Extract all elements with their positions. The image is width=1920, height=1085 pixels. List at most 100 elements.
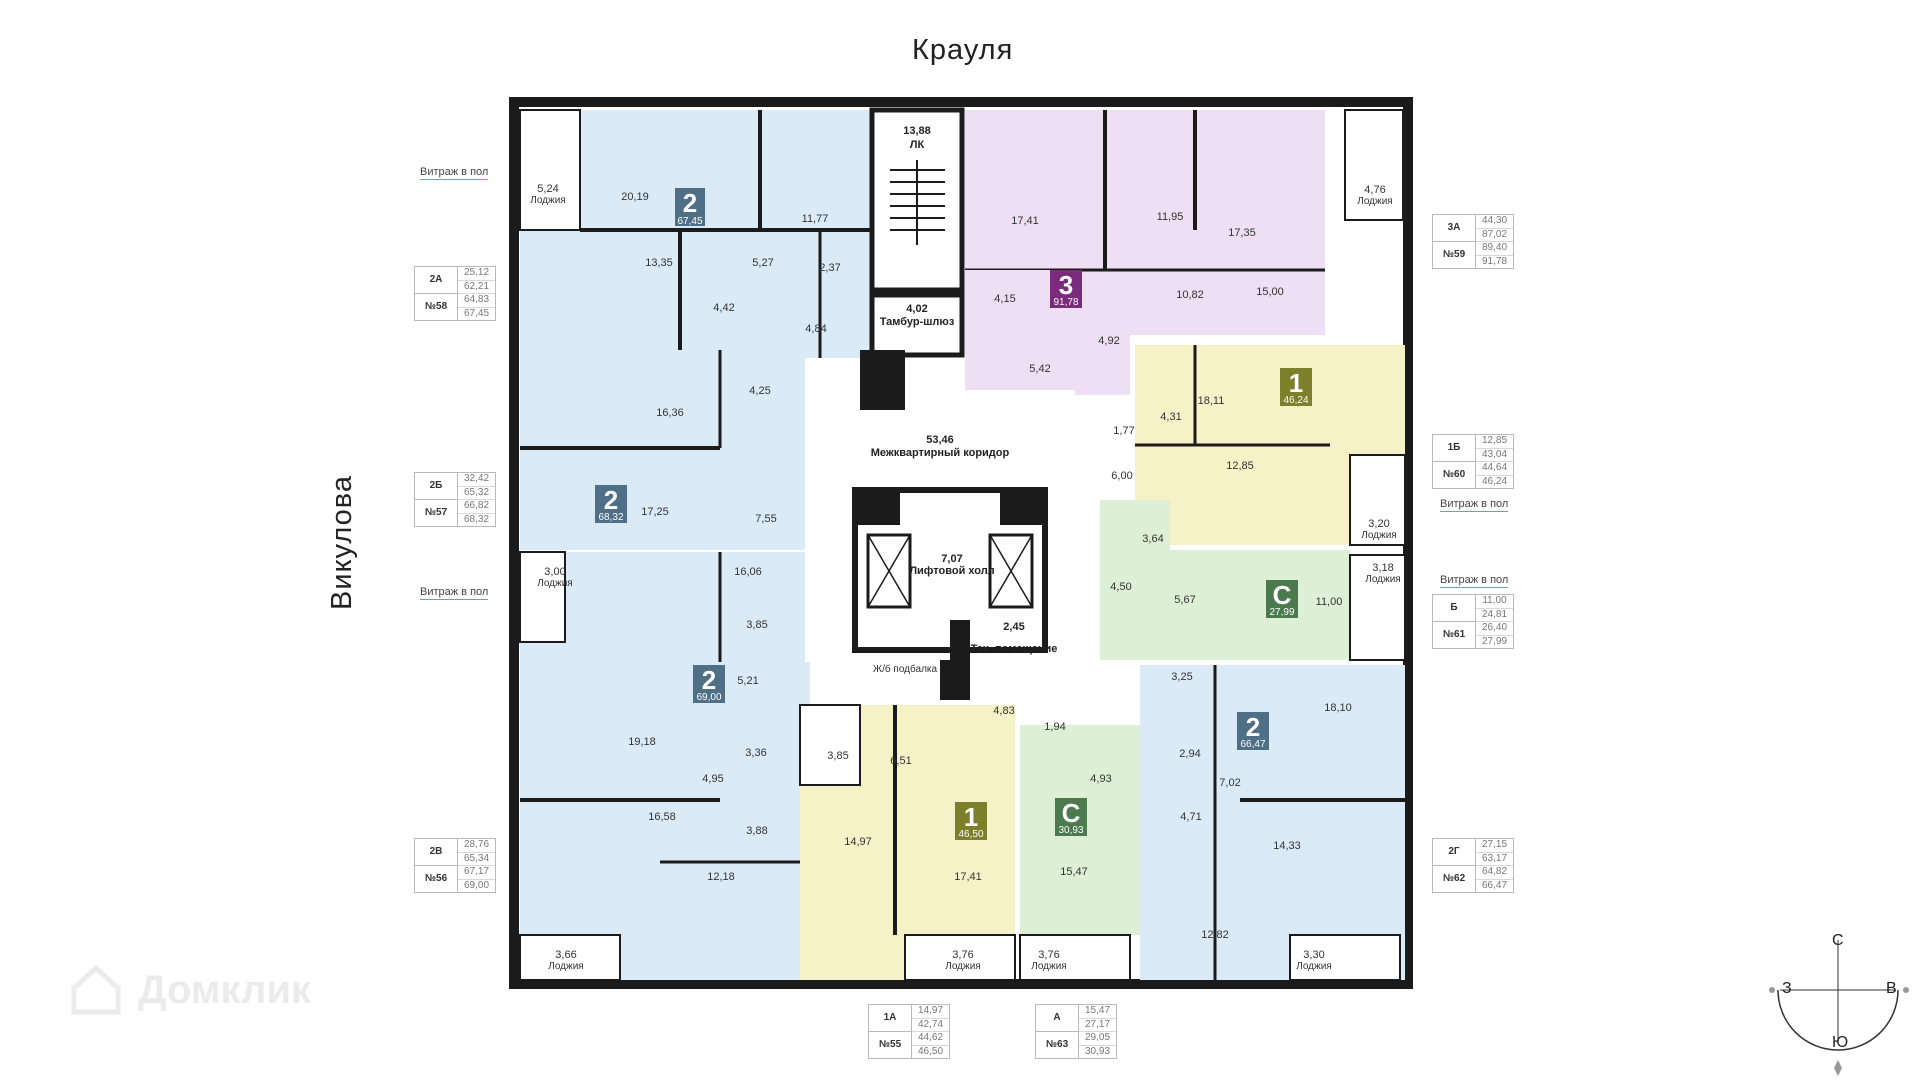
info-type: 2Б — [415, 473, 457, 500]
svg-text:27,99: 27,99 — [1269, 607, 1294, 618]
svg-text:13,35: 13,35 — [645, 257, 673, 269]
svg-text:Тамбур-шлюз: Тамбур-шлюз — [880, 316, 955, 328]
svg-text:15,00: 15,00 — [1256, 286, 1284, 298]
svg-text:11,00: 11,00 — [1316, 596, 1343, 608]
svg-text:5,42: 5,42 — [1029, 363, 1050, 375]
compass-icon — [1769, 940, 1909, 1076]
badge-apartment-63: С 30,93 — [1055, 798, 1087, 836]
info-num: №56 — [424, 873, 448, 884]
svg-text:4,50: 4,50 — [1110, 581, 1131, 593]
svg-text:3,36: 3,36 — [745, 747, 766, 759]
info-num: №57 — [424, 507, 448, 518]
badge-apartment-59: 3 91,78 — [1050, 270, 1082, 308]
svg-text:2: 2 — [702, 665, 716, 695]
svg-text:4,76: 4,76 — [1364, 184, 1385, 196]
info-num: №61 — [1442, 629, 1466, 640]
apartment-56-top[interactable] — [519, 551, 805, 662]
svg-text:14,97: 14,97 — [844, 836, 872, 848]
svg-text:3,88: 3,88 — [746, 825, 767, 837]
svg-text:Лифтовой холл: Лифтовой холл — [909, 565, 994, 577]
svg-text:15,47: 15,47 — [1060, 866, 1088, 878]
info-num: №58 — [424, 301, 448, 312]
svg-text:14,33: 14,33 — [1273, 840, 1301, 852]
info-type: А — [1036, 1005, 1078, 1032]
info-type: 2А — [415, 267, 457, 294]
svg-text:1,77: 1,77 — [1113, 425, 1134, 437]
svg-text:3,85: 3,85 — [746, 619, 767, 631]
svg-text:3,85: 3,85 — [827, 750, 848, 762]
svg-text:2,94: 2,94 — [1179, 748, 1200, 760]
svg-text:3,25: 3,25 — [1171, 671, 1192, 683]
badge-apartment-57: 2 68,32 — [595, 485, 627, 523]
apartment-60[interactable] — [1135, 345, 1406, 546]
svg-text:6,00: 6,00 — [1111, 470, 1132, 482]
svg-text:4,71: 4,71 — [1180, 811, 1201, 823]
svg-text:17,35: 17,35 — [1228, 227, 1256, 239]
svg-text:Лоджия: Лоджия — [1357, 196, 1392, 207]
info-num: №62 — [1442, 873, 1466, 884]
apartment-62[interactable] — [1140, 665, 1405, 981]
svg-text:2: 2 — [1246, 712, 1260, 742]
svg-text:Лоджия: Лоджия — [945, 961, 980, 972]
compass-west: З — [1782, 980, 1792, 997]
svg-text:3,76: 3,76 — [952, 949, 973, 961]
common-area-labels: 13,88 ЛК 4,02 Тамбур-шлюз 53,46 Межкварт… — [871, 125, 1058, 675]
svg-text:Межквартирный коридор: Межквартирный коридор — [871, 447, 1010, 459]
svg-text:19,18: 19,18 — [628, 736, 656, 748]
info-type: 1А — [869, 1005, 911, 1032]
svg-text:20,19: 20,19 — [621, 191, 649, 203]
svg-text:2: 2 — [604, 485, 618, 515]
svg-text:4,83: 4,83 — [993, 705, 1014, 717]
svg-text:Лоджия: Лоджия — [537, 578, 572, 589]
badge-apartment-55: 1 46,50 — [955, 802, 987, 840]
info-type: 3А — [1433, 215, 1475, 242]
info-type: 2Г — [1433, 839, 1475, 866]
svg-text:2: 2 — [683, 188, 697, 218]
svg-text:18,10: 18,10 — [1324, 702, 1352, 714]
apartment-61[interactable] — [1100, 500, 1406, 661]
svg-text:Лоджия: Лоджия — [1296, 961, 1331, 972]
apartment-56[interactable] — [519, 662, 810, 981]
svg-text:4,42: 4,42 — [713, 302, 734, 314]
svg-text:6,51: 6,51 — [890, 755, 911, 767]
svg-text:Лоджия: Лоджия — [1031, 961, 1066, 972]
svg-text:3,64: 3,64 — [1142, 533, 1163, 545]
watermark: Домклик — [66, 960, 311, 1020]
apartment-55[interactable] — [799, 704, 1016, 981]
svg-text:5,67: 5,67 — [1174, 594, 1195, 606]
svg-text:67,45: 67,45 — [677, 216, 702, 227]
svg-text:3,00: 3,00 — [544, 566, 565, 578]
svg-text:1: 1 — [964, 802, 978, 832]
svg-text:1: 1 — [1289, 368, 1303, 398]
svg-text:4,25: 4,25 — [749, 385, 770, 397]
apartment-59[interactable] — [965, 109, 1404, 395]
svg-text:4,84: 4,84 — [805, 323, 826, 335]
badge-apartment-56: 2 69,00 — [693, 665, 725, 703]
svg-text:11,77: 11,77 — [802, 213, 829, 225]
vitrazh-label-3: Витраж в пол — [1440, 498, 1509, 512]
svg-text:30,93: 30,93 — [1058, 825, 1083, 836]
apartment-58[interactable] — [519, 109, 880, 358]
apartment-63[interactable] — [1019, 725, 1140, 981]
watermark-text: Домклик — [138, 967, 312, 1012]
badge-apartment-62: 2 66,47 — [1237, 712, 1269, 750]
apartment-57[interactable] — [520, 350, 805, 550]
svg-text:91,78: 91,78 — [1053, 297, 1078, 308]
svg-text:С: С — [1273, 580, 1292, 610]
svg-text:46,24: 46,24 — [1283, 395, 1308, 406]
